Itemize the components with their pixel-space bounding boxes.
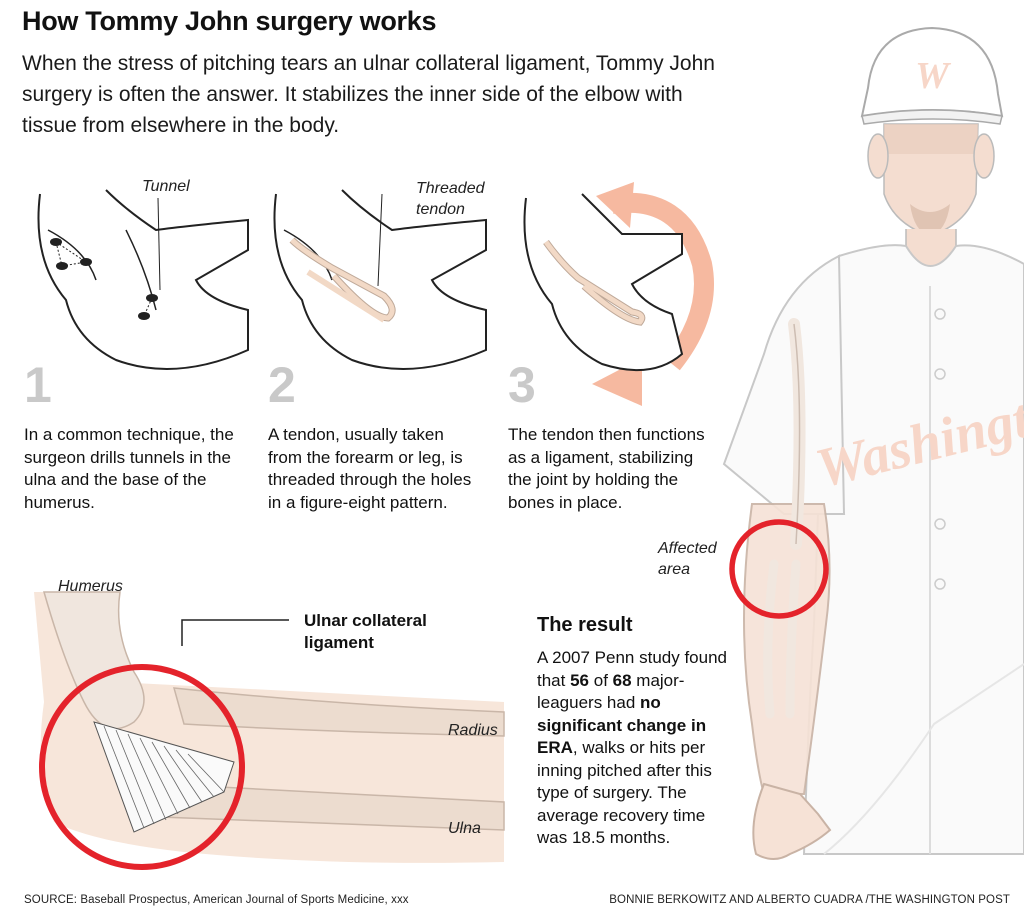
ulna-label: Ulna — [448, 820, 481, 837]
step-1-text: In a common technique, the surgeon drill… — [24, 425, 234, 512]
result-emphasis: no significant change in ERA — [537, 693, 707, 757]
pitcher-illustration: W Washington — [722, 26, 1024, 860]
tunnel-label: Tunnel — [142, 178, 190, 195]
step-2-text: A tendon, usually taken from the forearm… — [268, 425, 472, 512]
affected-area-label-2: area — [658, 561, 691, 578]
ucl-label: Ulnar collateral — [304, 611, 427, 630]
result-stat-68: 68 — [612, 670, 632, 690]
step-1-number: 1 — [24, 357, 52, 413]
step-2-elbow-illustration — [273, 189, 487, 370]
source-note: SOURCE: Baseball Prospectus, American Jo… — [24, 894, 409, 906]
step-3-text: The tendon then functions as a ligament,… — [508, 425, 705, 512]
step-2-number: 2 — [268, 357, 296, 413]
credit-line: BONNIE BERKOWITZ AND ALBERTO CUADRA /THE… — [609, 894, 1010, 906]
infographic-title: How Tommy John surgery works — [22, 6, 437, 36]
threaded-tendon-label-2: tendon — [416, 201, 465, 218]
threaded-tendon-label: Threaded — [416, 180, 485, 197]
radius-label: Radius — [448, 722, 498, 739]
intro-paragraph: When the stress of pitching tears an uln… — [22, 52, 715, 137]
humerus-label: Humerus — [58, 578, 123, 595]
affected-area-label: Affected — [658, 540, 717, 557]
step-3-number: 3 — [508, 357, 536, 413]
step-1-elbow-illustration — [37, 189, 249, 370]
ucl-label-2: ligament — [304, 633, 374, 652]
result-stat-56: 56 — [570, 670, 590, 690]
cap-logo: W — [915, 55, 952, 97]
elbow-anatomy-detail — [34, 591, 505, 870]
result-heading: The result — [537, 614, 633, 636]
step-3-elbow-illustration — [523, 182, 714, 406]
result-paragraph: A 2007 Penn study found that 56 of 68 ma… — [537, 648, 727, 847]
